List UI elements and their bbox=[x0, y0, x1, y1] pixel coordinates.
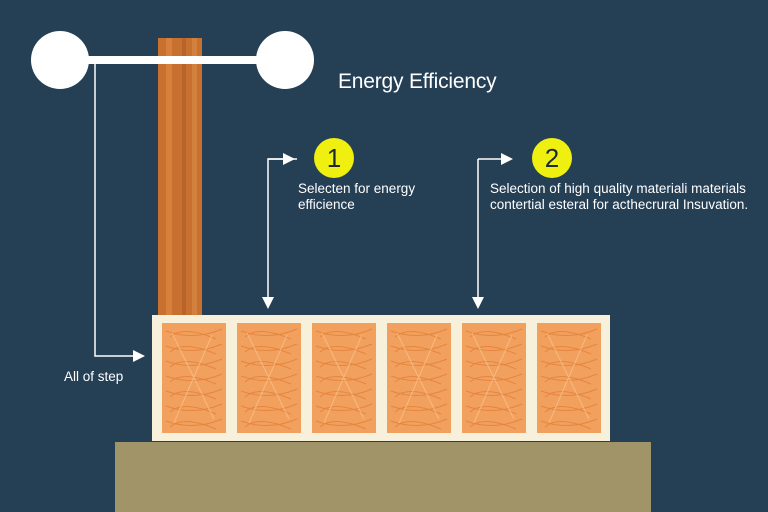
insulation-panel bbox=[162, 323, 226, 433]
step-2-label: Selection of high quality materiali mate… bbox=[490, 181, 749, 212]
insulation-panel bbox=[462, 323, 526, 433]
step-1-connector bbox=[262, 158, 297, 309]
foundation-base bbox=[115, 442, 651, 512]
insulation-panel bbox=[387, 323, 451, 433]
insulation-frame bbox=[152, 315, 610, 441]
diagram-title: Energy Efficiency bbox=[338, 70, 497, 93]
wooden-post bbox=[158, 38, 202, 320]
crossbar bbox=[60, 56, 286, 64]
insulation-panel bbox=[537, 323, 601, 433]
all-steps-label: All of step bbox=[64, 369, 124, 384]
insulation-panels bbox=[162, 323, 601, 433]
right-ball bbox=[256, 31, 314, 89]
insulation-panel bbox=[312, 323, 376, 433]
step-1-label: Selecten for energy efficience bbox=[298, 181, 416, 212]
insulation-panel bbox=[237, 323, 301, 433]
all-steps-connector bbox=[94, 62, 145, 362]
left-ball bbox=[31, 31, 89, 89]
step-2-badge: 2 bbox=[532, 138, 572, 178]
step-1-badge: 1 bbox=[314, 138, 354, 178]
